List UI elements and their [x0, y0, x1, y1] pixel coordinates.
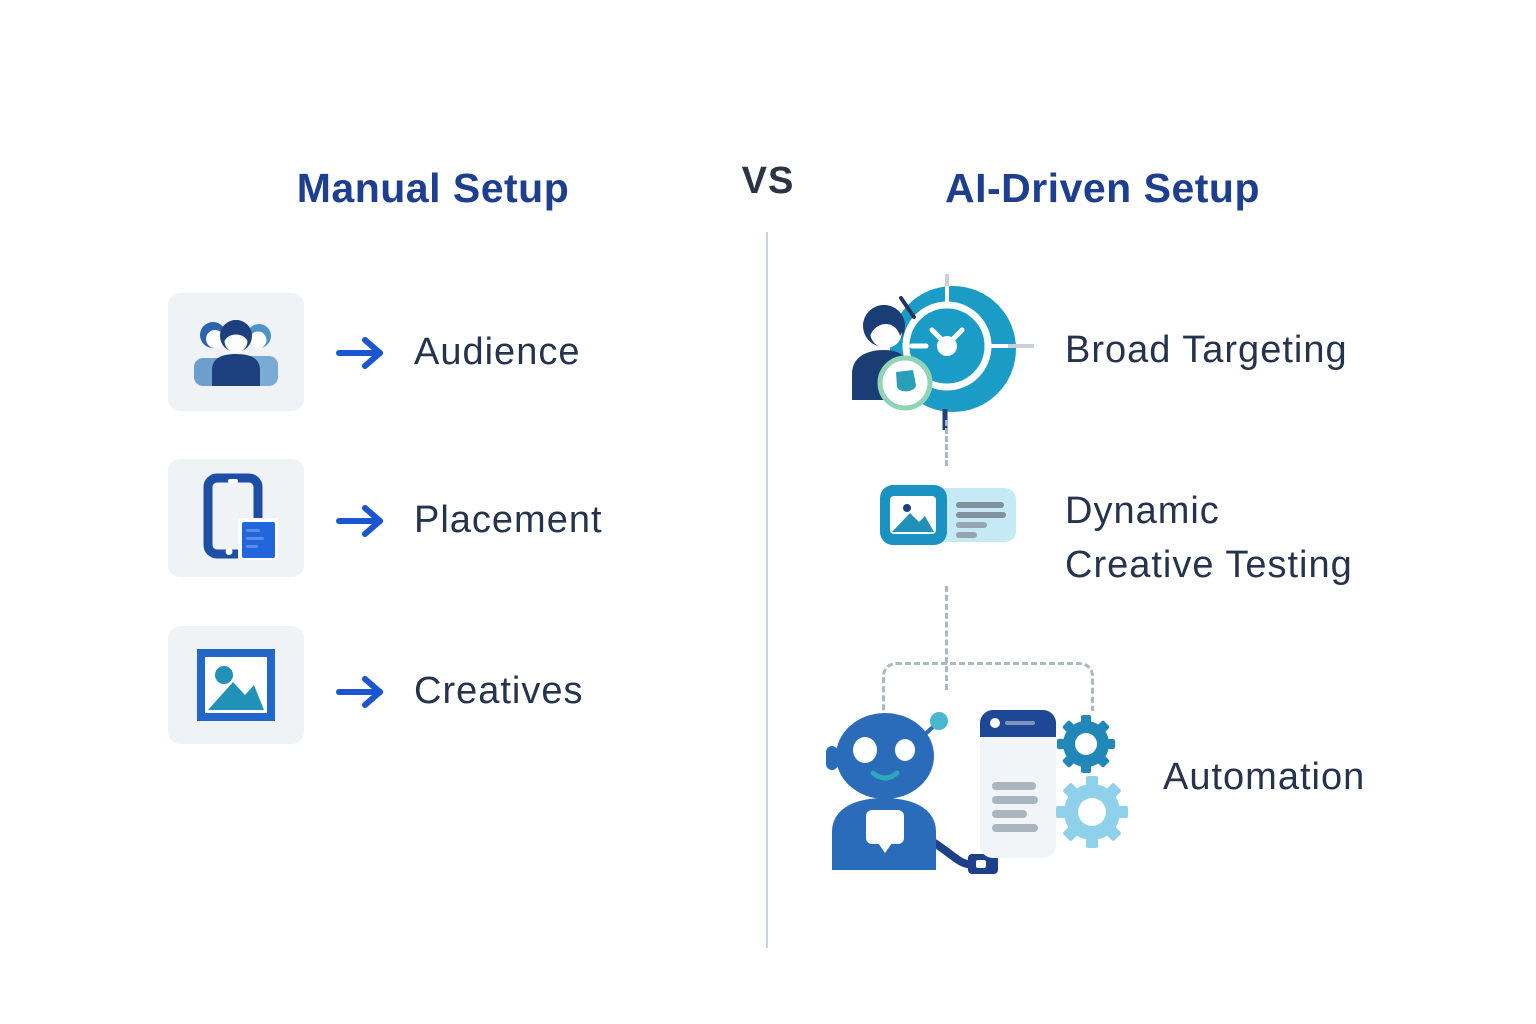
audience-icon: [194, 320, 278, 386]
creative-card-icon: [880, 485, 1016, 545]
device-tablet-icon: [203, 473, 278, 560]
creative-testing-line: Creative Testing: [1065, 544, 1353, 586]
audience-icon-card: [168, 293, 304, 411]
arrow-right-icon: [336, 337, 383, 369]
automation-label: Automation: [1163, 755, 1366, 798]
phone-checklist-icon: [980, 710, 1056, 858]
creatives-label: Creatives: [414, 669, 584, 712]
robot-automation-icon: [826, 712, 998, 874]
vs-label: VS: [741, 160, 795, 202]
placement-label: Placement: [414, 498, 603, 541]
ai-driven-setup-title: AI-Driven Setup: [944, 165, 1261, 211]
creatives-icon-card: [168, 626, 304, 744]
arrow-right-icon: [336, 505, 383, 537]
dashed-connector-1: [945, 420, 948, 466]
broad-targeting-label: Broad Targeting: [1065, 328, 1348, 371]
dashed-branch-connector: [882, 662, 1094, 711]
arrow-right-icon: [336, 676, 383, 708]
gears-icon: [1056, 715, 1128, 848]
dynamic-line: Dynamic: [1065, 490, 1220, 532]
dynamic-creative-testing-label: Dynamic Creative Testing: [1065, 484, 1353, 592]
dashed-connector-2: [945, 586, 948, 690]
image-icon: [197, 649, 275, 721]
audience-label: Audience: [414, 330, 581, 373]
manual-setup-title: Manual Setup: [296, 165, 570, 211]
placement-icon-card: [168, 459, 304, 577]
center-divider: [766, 232, 768, 948]
target-audience-icon: [852, 274, 1034, 430]
